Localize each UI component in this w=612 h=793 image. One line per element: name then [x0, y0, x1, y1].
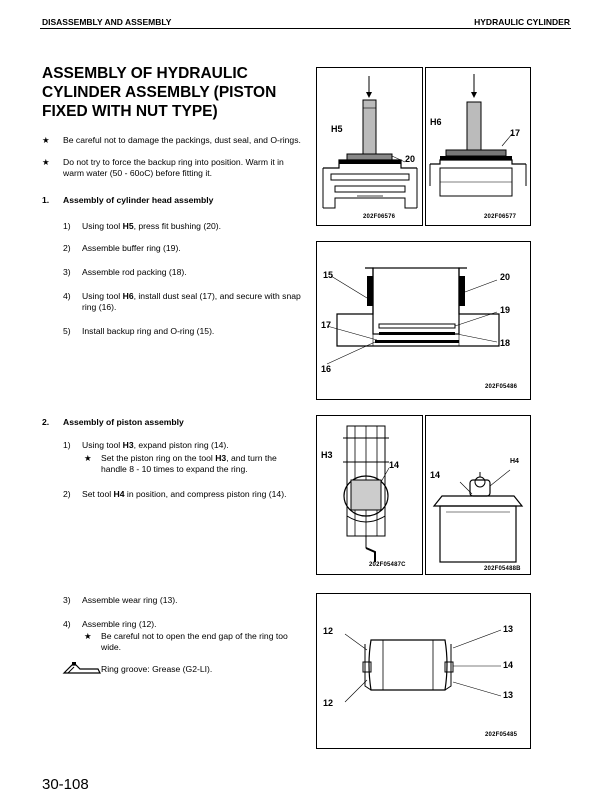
figure-cylinder-head-section: 15 17 16 20 19 18 202F05486 — [316, 241, 531, 400]
step-text: Set tool H4 in position, and compress pi… — [82, 489, 287, 499]
tool-label: H6 — [430, 117, 442, 127]
part-label: 19 — [500, 305, 511, 315]
figure-piston-ring-expand: H3 14 202F05487C — [316, 415, 423, 575]
section-heading: Assembly of cylinder head assembly — [63, 195, 214, 205]
page-title: ASSEMBLY OF HYDRAULIC CYLINDER ASSEMBLY … — [42, 65, 277, 120]
section-heading: Assembly of piston assembly — [63, 417, 184, 427]
part-label: 15 — [323, 270, 334, 280]
step-text: Assemble wear ring (13). — [82, 595, 178, 605]
figure-caption: 202F05487C — [369, 562, 406, 568]
part-label: 16 — [321, 364, 332, 374]
step-text: Assemble buffer ring (19). — [82, 243, 181, 253]
header-right: HYDRAULIC CYLINDER — [474, 17, 570, 27]
step-text: Using tool H3, expand piston ring (14). — [82, 440, 229, 450]
step-text: Using tool H6, install dust seal (17), a… — [82, 291, 301, 312]
part-label: 12 — [323, 698, 334, 708]
figure-dust-seal-install: H6 17 202F06577 — [425, 67, 531, 226]
tool-label: H5 — [331, 124, 343, 134]
step-number: 1) — [63, 440, 71, 450]
part-label: 13 — [503, 690, 514, 700]
note-marker: ★ — [84, 631, 92, 641]
part-label: 17 — [321, 320, 332, 330]
note-marker: ★ — [42, 135, 50, 145]
section-number: 1. — [42, 195, 50, 205]
note-text: Be careful not to damage the packings, d… — [63, 135, 301, 145]
part-label: 14 — [430, 470, 441, 480]
step-number: 3) — [63, 595, 71, 605]
part-label: 20 — [500, 272, 511, 282]
figure-piston-rings: 12 12 13 14 13 202F05485 — [316, 593, 531, 749]
figure-caption: 202F05485 — [485, 732, 518, 738]
note-marker: ★ — [42, 157, 50, 167]
figure-bushing-press-fit: H5 20 202F06576 — [316, 67, 423, 226]
part-label: 14 — [503, 660, 514, 670]
section-number: 2. — [42, 417, 50, 427]
sub-step-text: Be careful not to open the end gap of th… — [101, 631, 288, 652]
grease-gun-icon — [62, 661, 102, 675]
step-number: 2) — [63, 243, 71, 253]
figure-caption: 202F05488B — [484, 566, 521, 572]
part-label: 17 — [510, 128, 521, 138]
step-number: 2) — [63, 489, 71, 499]
step-text: Using tool H5, press fit bushing (20). — [82, 221, 222, 231]
step-number: 3) — [63, 267, 71, 277]
page-number: 30-108 — [42, 776, 89, 793]
header-rule — [40, 28, 571, 29]
note-text: Do not try to force the backup ring into… — [63, 157, 284, 178]
part-label: 12 — [323, 626, 334, 636]
figure-piston-ring-compress: 14 H4 202F05488B — [425, 415, 531, 575]
part-label: 20 — [405, 154, 416, 164]
sub-step-text: Set the piston ring on the tool H3, and … — [101, 453, 277, 474]
figure-caption: 202F05486 — [485, 384, 518, 390]
grease-note: Ring groove: Grease (G2-LI). — [101, 664, 213, 674]
step-number: 4) — [63, 619, 71, 629]
tool-label: H3 — [321, 450, 333, 460]
part-label: 18 — [500, 338, 511, 348]
step-number: 5) — [63, 326, 71, 336]
header-left: DISASSEMBLY AND ASSEMBLY — [42, 17, 172, 27]
figure-caption: 202F06576 — [363, 214, 396, 220]
note-marker: ★ — [84, 453, 92, 463]
part-label: 13 — [503, 624, 514, 634]
step-text: Assemble ring (12). — [82, 619, 157, 629]
step-number: 4) — [63, 291, 71, 301]
step-text: Install backup ring and O-ring (15). — [82, 326, 215, 336]
figure-caption: 202F06577 — [484, 214, 517, 220]
tool-label: H4 — [510, 458, 519, 465]
step-number: 1) — [63, 221, 71, 231]
part-label: 14 — [389, 460, 400, 470]
step-text: Assemble rod packing (18). — [82, 267, 187, 277]
